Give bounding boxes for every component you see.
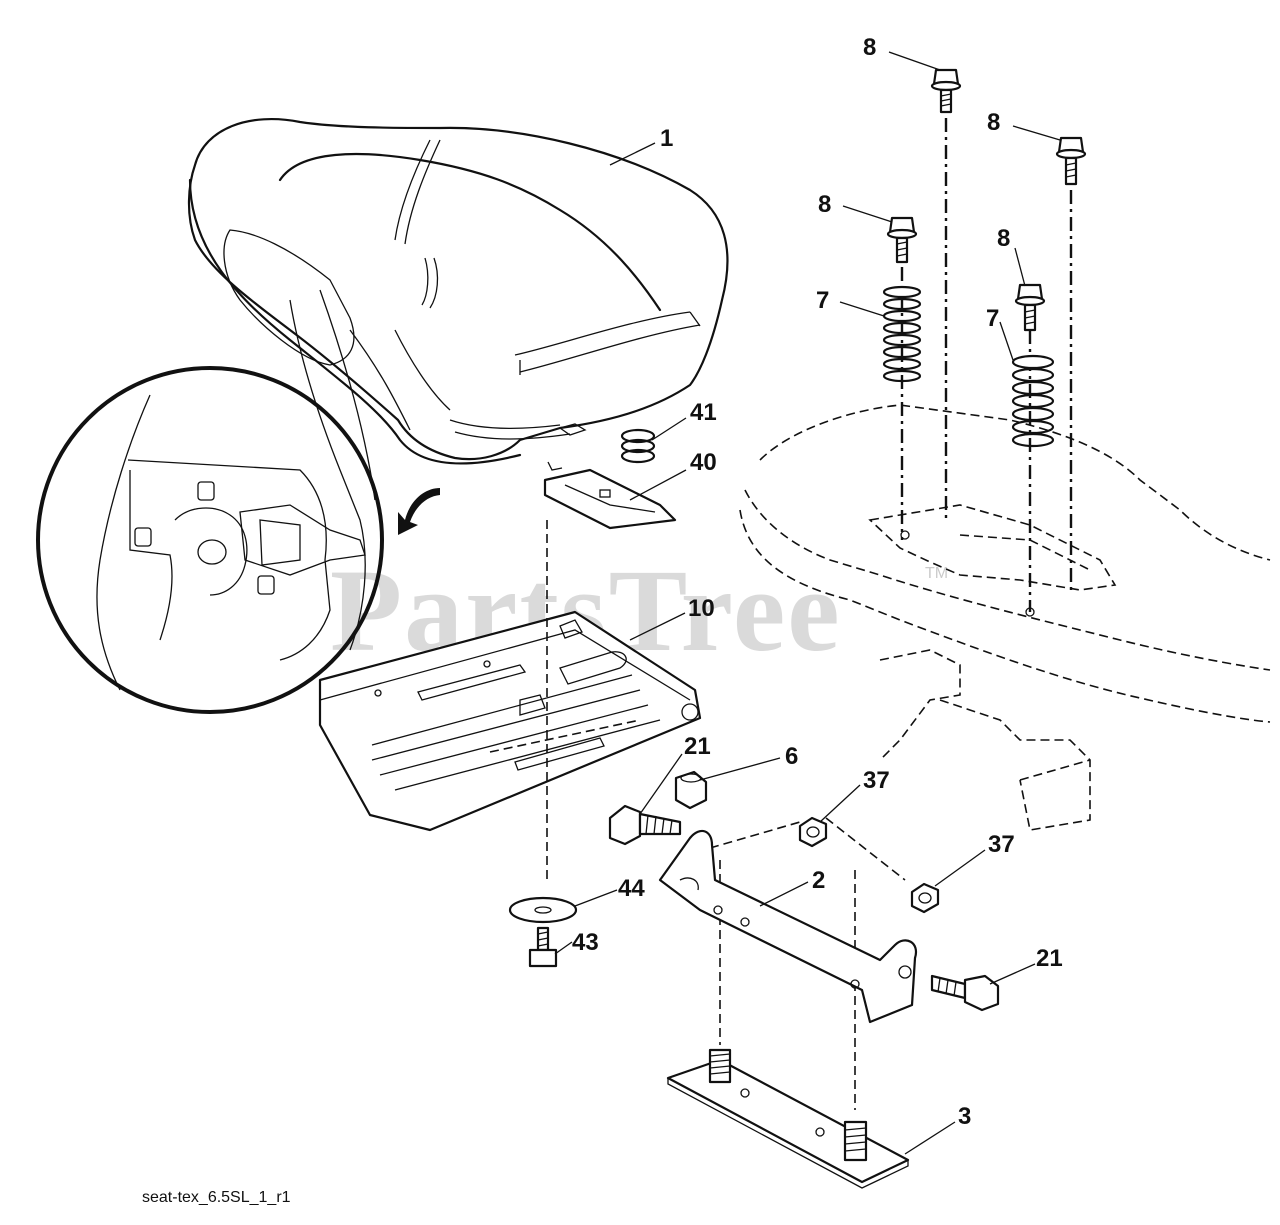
callout-part-8c: 8 (818, 191, 831, 218)
callout-part-8a: 8 (863, 34, 876, 61)
springs-7 (882, 285, 1055, 448)
nuts-37 (798, 816, 940, 914)
bolts-8 (886, 68, 1087, 612)
watermark-trademark: TM (925, 565, 948, 582)
seat-cushion (187, 118, 729, 465)
bracket-2 (658, 829, 918, 1024)
bolt-21-right (930, 974, 1000, 1012)
callout-part-6: 6 (785, 743, 798, 770)
callout-part-44: 44 (618, 875, 645, 902)
washer-44 (508, 896, 578, 924)
detail-arrow-icon (398, 488, 440, 535)
callout-part-7b: 7 (986, 305, 999, 332)
bolt-43 (528, 926, 558, 968)
bracket-40 (543, 461, 677, 530)
callout-part-1: 1 (660, 125, 673, 152)
callout-part-41: 41 (690, 399, 717, 426)
callout-part-8b: 8 (987, 109, 1000, 136)
callout-part-37b: 37 (988, 831, 1015, 858)
callout-part-7a: 7 (816, 287, 829, 314)
seat-pan-10 (318, 610, 702, 832)
diagram-reference-code: seat-tex_6.5SL_1_r1 (142, 1189, 291, 1206)
nut-6 (674, 770, 708, 810)
bolt-21-left (608, 804, 682, 846)
callout-part-21b: 21 (1036, 945, 1063, 972)
callout-part-3: 3 (958, 1103, 971, 1130)
callout-part-43: 43 (572, 929, 599, 956)
detail-view-circle (36, 289, 440, 714)
spring-41 (620, 428, 656, 464)
callout-part-21a: 21 (684, 733, 711, 760)
leader-lines (554, 51, 1061, 1155)
callout-part-2: 2 (812, 867, 825, 894)
part-callouts: 1 8 8 8 8 7 7 41 40 10 21 6 37 37 2 44 4… (572, 34, 1063, 1130)
callout-part-10: 10 (688, 595, 715, 622)
callout-part-40: 40 (690, 449, 717, 476)
alignment-lines (546, 520, 906, 1110)
callout-part-8d: 8 (997, 225, 1010, 252)
plate-3 (666, 1048, 910, 1189)
callout-part-37a: 37 (863, 767, 890, 794)
